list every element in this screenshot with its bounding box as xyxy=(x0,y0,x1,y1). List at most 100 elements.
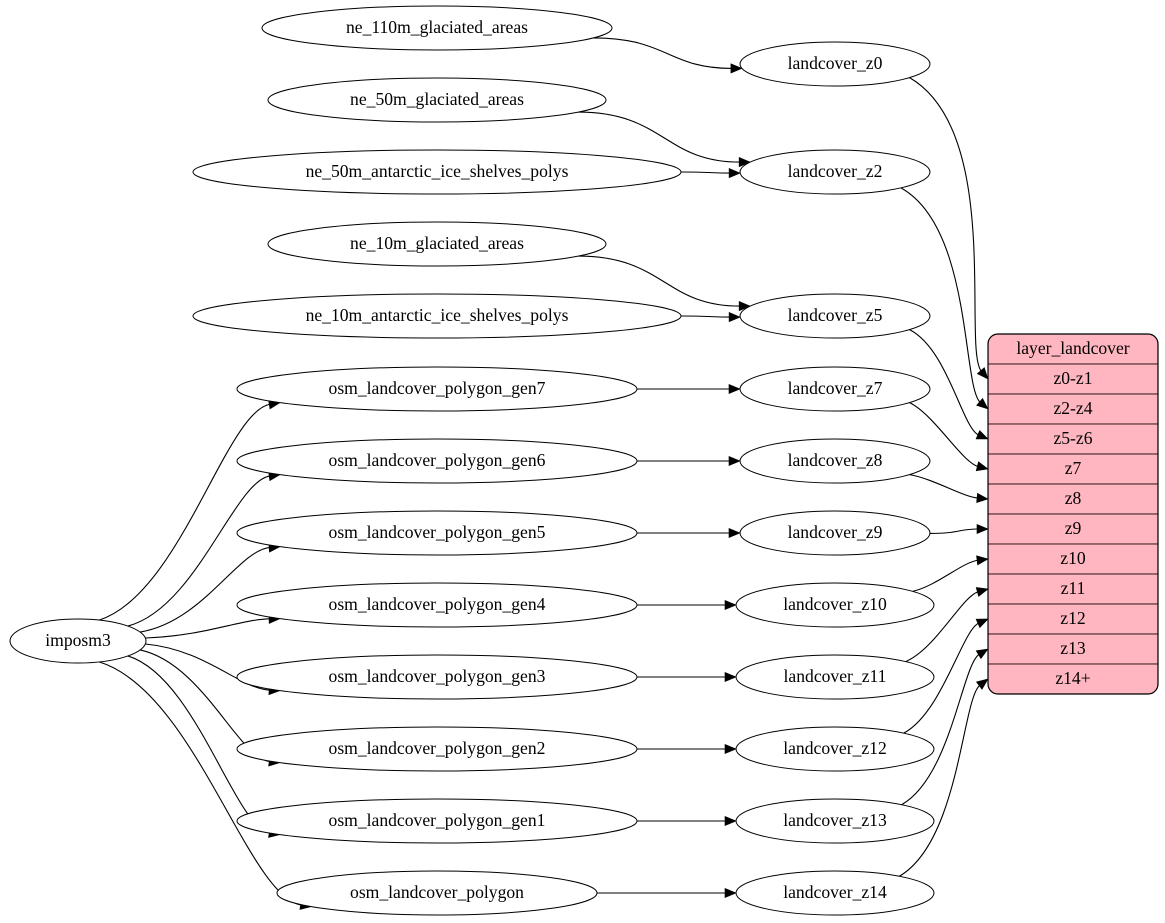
node-landcover_z11[interactable]: landcover_z11 xyxy=(735,654,935,700)
node-shape xyxy=(739,366,931,412)
table-row[interactable] xyxy=(988,663,1158,694)
edge-arrowhead xyxy=(975,678,989,690)
node-landcover_z8[interactable]: landcover_z8 xyxy=(739,438,931,484)
node-label: landcover_z9 xyxy=(788,522,883,542)
node-label: landcover_z14 xyxy=(783,882,887,902)
node-shape xyxy=(739,149,931,195)
table-row[interactable] xyxy=(988,513,1158,545)
node-shape xyxy=(261,5,613,51)
edge-arrowhead xyxy=(728,527,741,539)
node-shape xyxy=(735,870,935,916)
edge-line xyxy=(929,528,979,534)
edge-arrowhead xyxy=(724,599,737,611)
table-row-label: z12 xyxy=(1060,608,1085,628)
node-shape xyxy=(276,870,598,916)
edge-arrowhead xyxy=(975,648,989,660)
node-ne_50m_glaciated_areas[interactable]: ne_50m_glaciated_areas xyxy=(267,77,607,123)
edge-arrowhead xyxy=(724,815,737,827)
node-shape xyxy=(735,798,935,844)
table-row[interactable] xyxy=(988,603,1158,635)
node-landcover_z0[interactable]: landcover_z0 xyxy=(739,41,931,87)
node-landcover_z7[interactable]: landcover_z7 xyxy=(739,366,931,412)
node-osm_landcover_polygon_gen4[interactable]: osm_landcover_polygon_gen4 xyxy=(236,582,638,628)
edge-ne_110m_glaciated_areas-to-landcover_z0 xyxy=(593,37,743,74)
edge-osm_landcover_polygon_gen7-to-landcover_z7 xyxy=(637,383,741,395)
edge-osm_landcover_polygon_gen2-to-landcover_z12 xyxy=(636,743,737,755)
edge-landcover_z11-to-table-z11 xyxy=(905,587,989,663)
table-row[interactable] xyxy=(988,633,1158,665)
node-label: landcover_z0 xyxy=(788,53,883,73)
node-landcover_z14[interactable]: landcover_z14 xyxy=(735,870,935,916)
node-ne_10m_glaciated_areas[interactable]: ne_10m_glaciated_areas xyxy=(267,221,607,267)
table-row[interactable] xyxy=(988,363,1158,395)
edge-line xyxy=(140,546,271,633)
node-ne_110m_glaciated_areas[interactable]: ne_110m_glaciated_areas xyxy=(261,5,613,51)
edge-arrowhead xyxy=(976,397,989,410)
edge-landcover_z14-to-table-z14+ xyxy=(899,678,989,877)
edge-osm_landcover_polygon_gen5-to-landcover_z9 xyxy=(637,527,741,539)
edge-ne_50m_glaciated_areas-to-landcover_z2 xyxy=(578,111,751,168)
edge-imposm3-to-osm_landcover_polygon_gen7 xyxy=(98,399,281,621)
node-osm_landcover_polygon_gen3[interactable]: osm_landcover_polygon_gen3 xyxy=(236,654,638,700)
node-label: landcover_z8 xyxy=(788,450,883,470)
edge-line xyxy=(909,329,980,436)
table-row-label: z2-z4 xyxy=(1053,398,1092,418)
edge-landcover_z12-to-table-z12 xyxy=(903,618,989,734)
edge-osm_landcover_polygon_gen6-to-landcover_z8 xyxy=(637,455,741,467)
node-osm_landcover_polygon[interactable]: osm_landcover_polygon xyxy=(276,870,598,916)
table-row-label: z9 xyxy=(1065,518,1082,538)
node-ne_10m_antarctic_ice_shelves_polys[interactable]: ne_10m_antarctic_ice_shelves_polys xyxy=(192,293,682,339)
table-row[interactable] xyxy=(988,543,1158,575)
node-ne_50m_antarctic_ice_shelves_polys[interactable]: ne_50m_antarctic_ice_shelves_polys xyxy=(192,149,682,195)
node-landcover_z5[interactable]: landcover_z5 xyxy=(739,293,931,339)
node-label: ne_110m_glaciated_areas xyxy=(346,17,528,37)
node-shape xyxy=(236,654,638,700)
node-osm_landcover_polygon_gen5[interactable]: osm_landcover_polygon_gen5 xyxy=(236,510,638,556)
table-outline xyxy=(987,333,1159,695)
node-label: osm_landcover_polygon xyxy=(350,882,524,902)
node-landcover_z10[interactable]: landcover_z10 xyxy=(735,582,935,628)
edge-arrowhead xyxy=(975,429,989,440)
edge-line xyxy=(98,403,271,621)
node-landcover_z9[interactable]: landcover_z9 xyxy=(739,510,931,556)
node-shape xyxy=(236,366,638,412)
edge-arrowhead xyxy=(728,168,741,179)
table-row-label: z14+ xyxy=(1055,668,1090,688)
node-osm_landcover_polygon_gen6[interactable]: osm_landcover_polygon_gen6 xyxy=(236,438,638,484)
node-osm_landcover_polygon_gen7[interactable]: osm_landcover_polygon_gen7 xyxy=(236,366,638,412)
edge-landcover_z7-to-table-z7 xyxy=(909,402,989,472)
node-label: osm_landcover_polygon_gen7 xyxy=(329,378,546,398)
node-shape xyxy=(739,41,931,87)
table-row[interactable] xyxy=(988,423,1158,455)
edge-osm_landcover_polygon_gen3-to-landcover_z11 xyxy=(637,671,737,683)
table-row[interactable] xyxy=(988,483,1158,515)
node-label: imposm3 xyxy=(45,630,111,650)
node-landcover_z2[interactable]: landcover_z2 xyxy=(739,149,931,195)
edge-arrowhead xyxy=(976,492,989,503)
node-shape xyxy=(192,149,682,195)
edge-arrowhead xyxy=(975,618,989,629)
table-row-label: z5-z6 xyxy=(1053,428,1092,448)
node-shape xyxy=(236,798,638,844)
edge-arrowhead xyxy=(975,587,989,597)
edge-line xyxy=(578,111,741,163)
edge-line xyxy=(680,171,731,174)
edge-line xyxy=(903,622,980,734)
table-cells xyxy=(988,334,1158,694)
table-header-label: layer_landcover xyxy=(1016,338,1129,358)
node-landcover_z12[interactable]: landcover_z12 xyxy=(735,726,935,772)
node-imposm3[interactable]: imposm3 xyxy=(9,618,147,664)
edge-landcover_z2-to-table-z2-z4 xyxy=(900,187,989,410)
node-label: osm_landcover_polygon_gen6 xyxy=(329,450,546,470)
node-osm_landcover_polygon_gen2[interactable]: osm_landcover_polygon_gen2 xyxy=(236,726,638,772)
node-label: landcover_z2 xyxy=(788,161,883,181)
node-osm_landcover_polygon_gen1[interactable]: osm_landcover_polygon_gen1 xyxy=(236,798,638,844)
edge-line xyxy=(900,187,981,403)
edge-arrowhead xyxy=(728,312,741,323)
table-row-label: z0-z1 xyxy=(1053,368,1092,388)
node-label: landcover_z13 xyxy=(783,810,887,830)
edge-ne_10m_antarctic_ice_shelves_polys-to-landcover_z5 xyxy=(680,312,741,323)
edge-landcover_z10-to-table-z10 xyxy=(912,555,989,592)
node-landcover_z13[interactable]: landcover_z13 xyxy=(735,798,935,844)
